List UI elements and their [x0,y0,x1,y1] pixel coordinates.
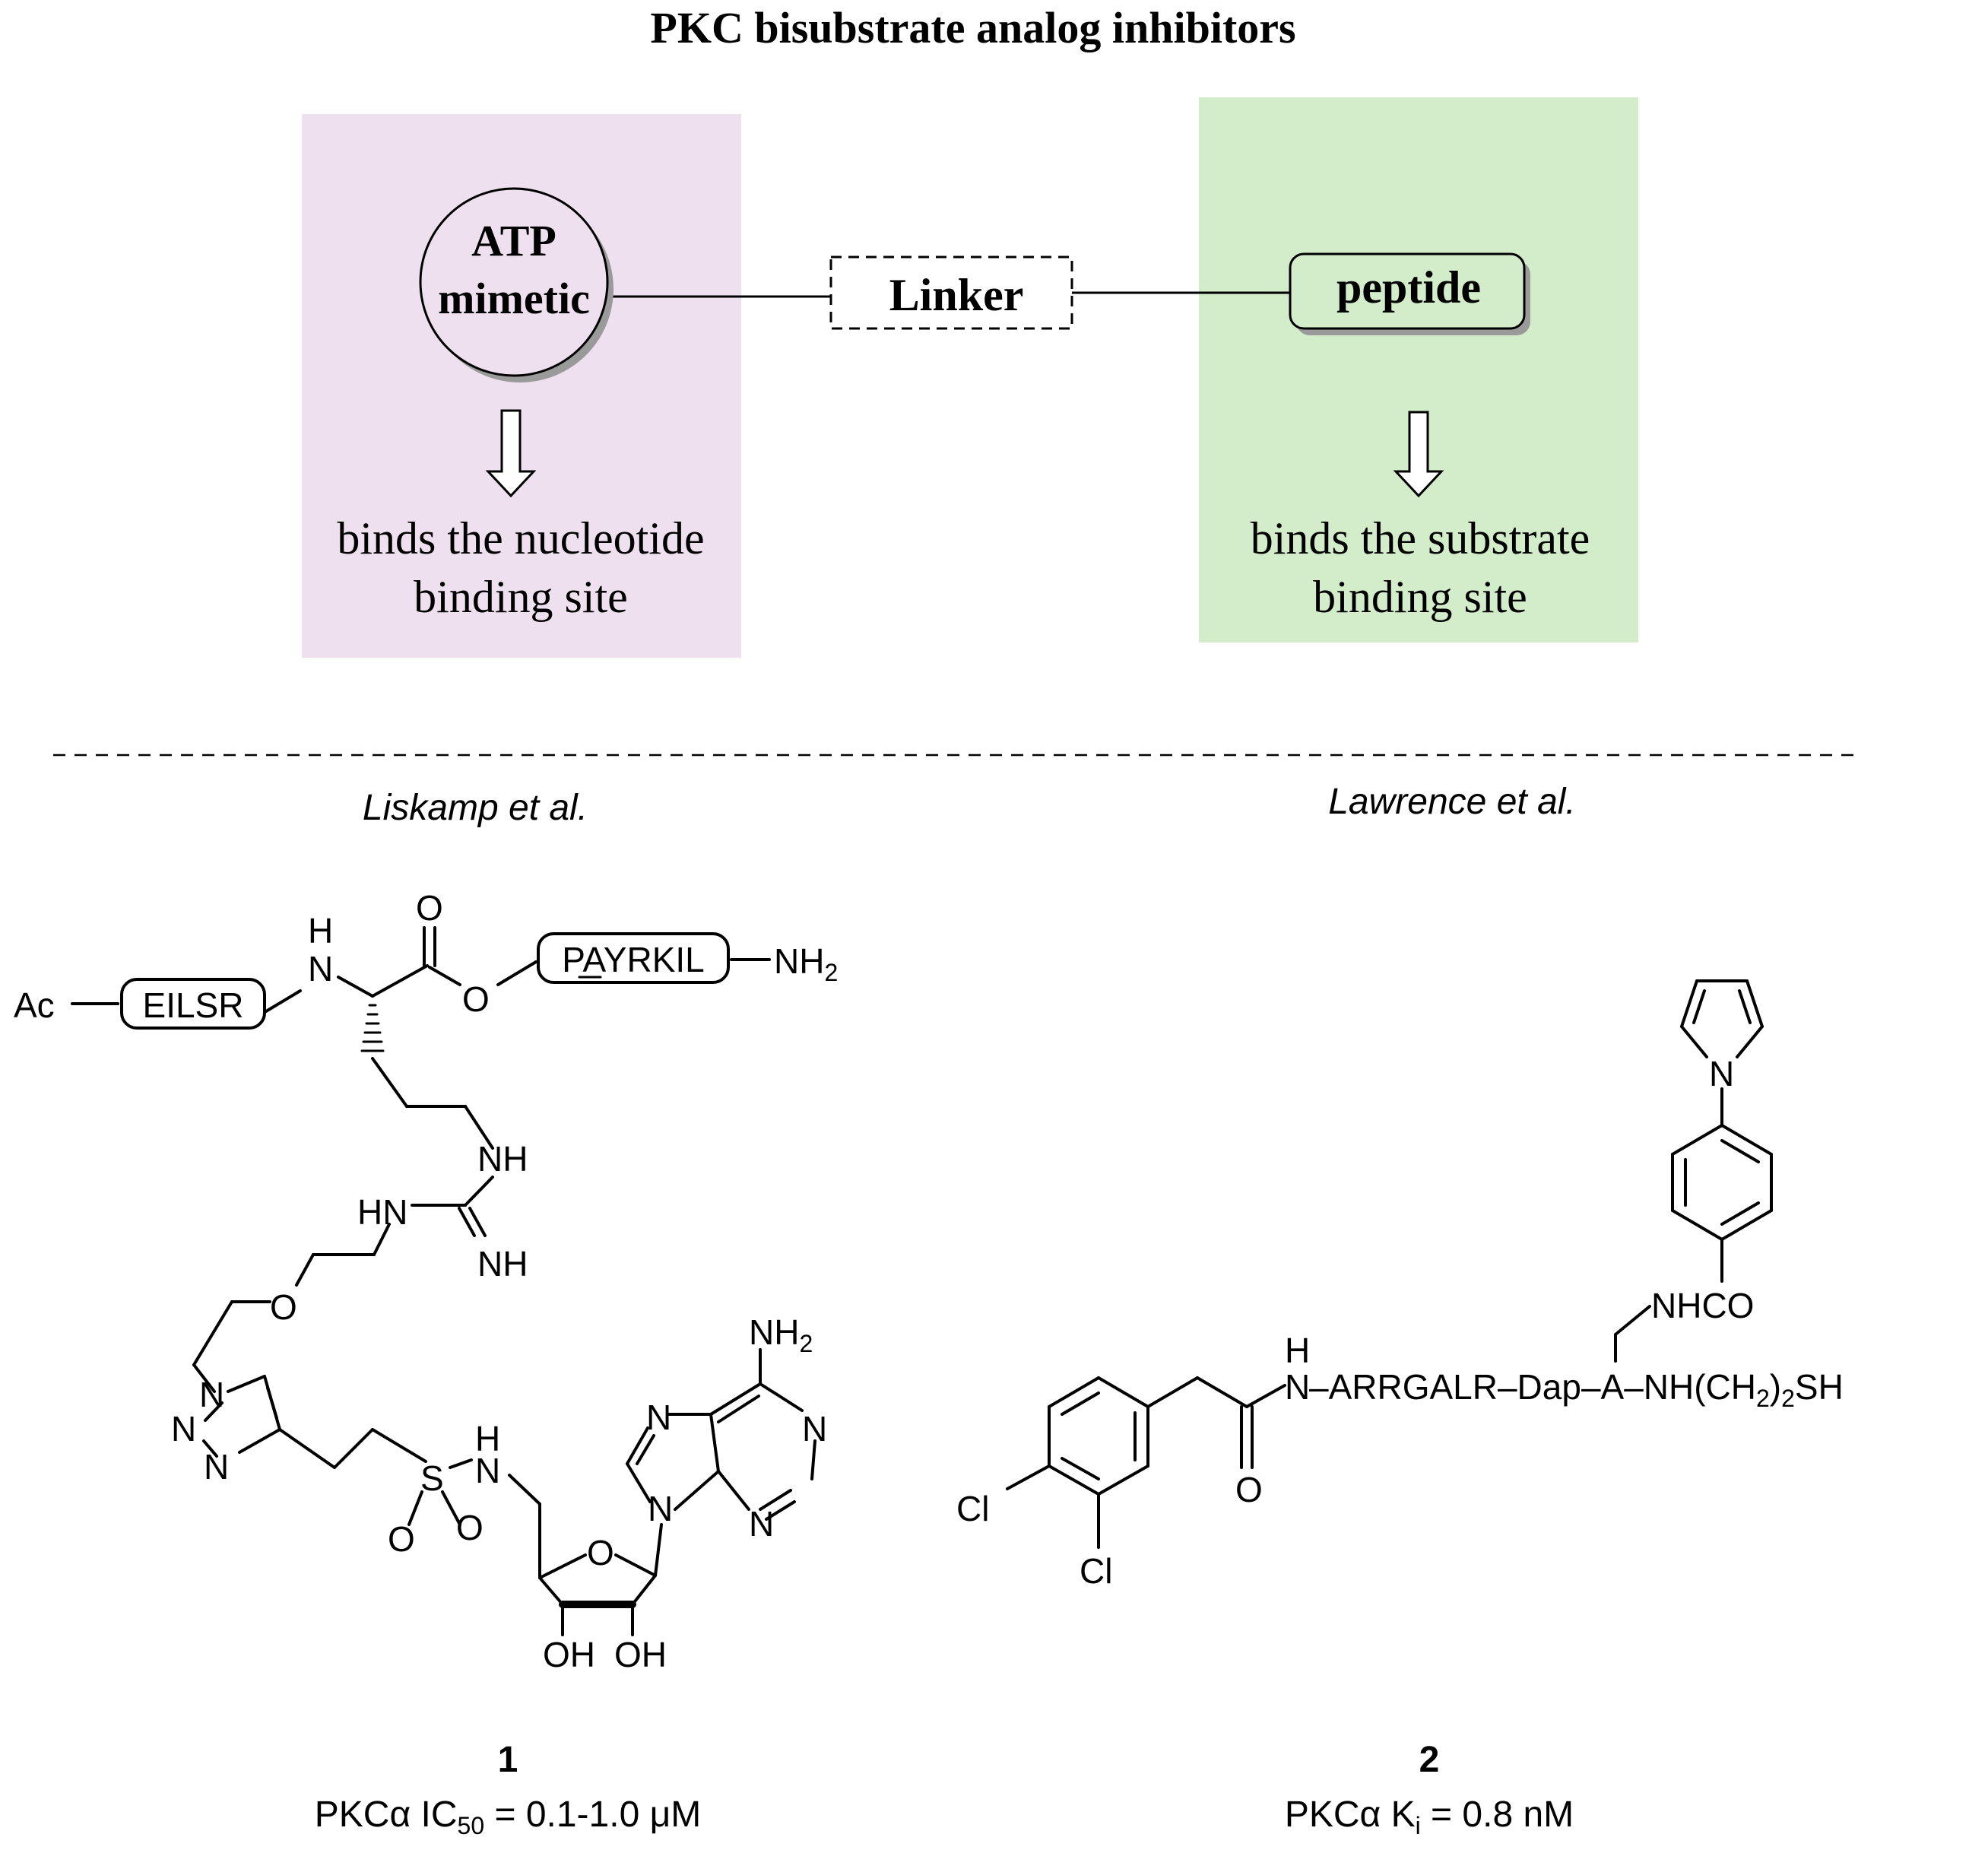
left-caption-line2: binding site [414,572,628,622]
label-nhco: NHCO [1651,1286,1754,1325]
atp-mimetic-node: ATP mimetic [419,187,609,377]
linker-node: Linker [829,255,1073,330]
label-oh1: OH [543,1635,595,1674]
label-n-amide2: N [1285,1367,1310,1407]
label-oh2: OH [614,1635,667,1674]
compound-2-structure [1006,979,1773,1549]
compound-1-labels: Ac EILSR H N O O PAYRKIL NH2 NH HN NH O … [14,888,838,1674]
label-s: S [420,1458,444,1498]
label-o-ether: O [270,1287,297,1327]
label-nh-guan2: NH [477,1244,528,1284]
atp-mimetic-line1: ATP [471,216,556,265]
label-n-sulfonamide: N [475,1451,500,1490]
label-nh2-adenine: NH2 [749,1312,813,1357]
label-n7: N [646,1398,671,1437]
author-lawrence: Lawrence et al. [1328,782,1576,822]
payrkil-peptide-box [537,932,730,984]
peptide-node: peptide [1289,252,1526,330]
label-n-amide: N [308,949,333,988]
label-n2-triazole: N [171,1409,196,1449]
compound-1-activity: PKCα IC50 = 0.1-1.0 μM [315,1794,702,1839]
compound-2-labels: Cl Cl O H N –ARRGALR–Dap–A–NH(CH2)2SH NH… [956,1054,1844,1591]
left-caption-line1: binds the nucleotide [337,513,704,563]
author-liskamp: Liskamp et al. [363,788,588,828]
label-n1-triazole: N [199,1375,224,1414]
label-peptide-chain: –ARRGALR–Dap–A–NH(CH2)2SH [1309,1367,1844,1412]
down-arrow-right [1393,411,1444,498]
right-caption-line2: binding site [1313,572,1527,622]
label-h-amide: H [308,911,333,950]
label-n1: N [802,1409,827,1449]
label-eilsr: EILSR [143,985,244,1025]
figure-title: PKC bisubstrate analog inhibitors [650,3,1295,52]
label-cl2: Cl [1080,1551,1112,1591]
label-o-s1: O [388,1519,415,1559]
label-n9: N [648,1489,673,1528]
label-ac: Ac [14,985,55,1025]
label-hn-guan: HN [357,1192,407,1232]
label-o-ring: O [587,1533,614,1572]
label-n3-triazole: N [204,1447,229,1487]
eilsr-peptide-box [120,978,266,1030]
hashed-wedge [360,1004,385,1052]
label-nh-guan: NH [477,1139,528,1179]
peptide-label: peptide [1336,262,1481,313]
label-o-ester: O [462,979,490,1019]
compound-1-number: 1 [498,1740,518,1780]
compound-2-activity: PKCα Ki = 0.8 nM [1285,1794,1574,1839]
right-caption-line1: binds the substrate [1251,513,1590,563]
label-n-pyrrole: N [1709,1054,1734,1093]
label-o-amide: O [1235,1470,1263,1509]
linker-label: Linker [889,270,1024,320]
label-cl1: Cl [956,1489,989,1528]
label-h-amide2: H [1285,1331,1310,1370]
compound-1-structure [71,926,816,1636]
label-payrkil: PAYRKIL [562,940,705,979]
atp-mimetic-line2: mimetic [438,274,590,323]
down-arrow-left [485,409,537,498]
compound-2-number: 2 [1419,1740,1440,1780]
substrate-site-panel [1199,97,1638,643]
label-n3: N [749,1504,774,1544]
label-o-s2: O [456,1508,484,1547]
label-nh2-top: NH2 [774,941,838,986]
label-o-carbonyl: O [416,888,443,928]
label-h-sulfonamide: H [475,1419,500,1458]
